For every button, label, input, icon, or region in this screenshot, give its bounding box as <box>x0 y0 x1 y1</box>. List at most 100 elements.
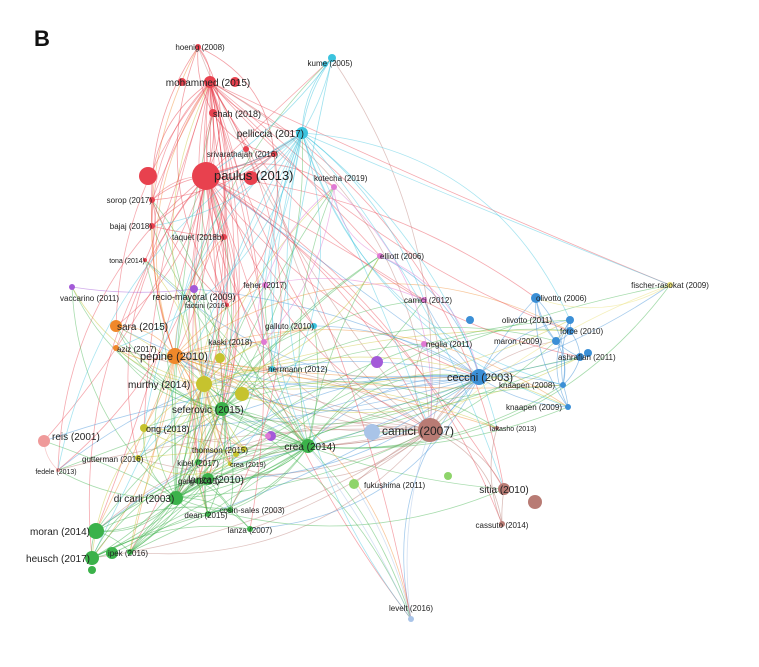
node-kume[interactable] <box>328 54 336 62</box>
edge <box>209 81 571 332</box>
node-label: fukushima (2011) <box>364 481 426 490</box>
node-knaapen2008[interactable] <box>560 382 566 388</box>
node-galluto[interactable] <box>311 323 317 329</box>
node-kaski[interactable] <box>261 339 267 345</box>
node-lakasho[interactable] <box>495 426 499 430</box>
edge <box>307 406 569 449</box>
node-faccini[interactable] <box>225 303 229 307</box>
node-knaapen2009[interactable] <box>565 404 571 410</box>
node-dicarli[interactable] <box>169 491 183 505</box>
edge <box>193 175 231 465</box>
node-taquet[interactable] <box>221 234 227 240</box>
node-srivarathajah[interactable] <box>271 151 277 157</box>
edge <box>313 325 480 378</box>
node-label: mohammed (2015) <box>166 78 250 89</box>
node-levelt[interactable] <box>408 616 414 622</box>
node-maron[interactable] <box>552 337 560 345</box>
node-sorop[interactable] <box>149 197 155 203</box>
node-tona[interactable] <box>143 258 147 262</box>
node-olivotto2006[interactable] <box>531 293 541 303</box>
node-lanza2010[interactable] <box>202 473 214 485</box>
node-cecchi[interactable] <box>471 369 487 385</box>
edge <box>203 383 216 480</box>
node-ipek[interactable] <box>127 549 133 555</box>
node-label: maron (2009) <box>494 337 542 346</box>
node-gutterman[interactable] <box>135 455 141 461</box>
node-ong[interactable] <box>140 424 148 432</box>
node-herrmann[interactable] <box>269 366 275 372</box>
edge <box>263 341 431 431</box>
node-label: olivotto (2011) <box>502 316 552 325</box>
edge <box>202 304 228 385</box>
node-pelliccia[interactable] <box>296 127 308 139</box>
node-seferovic[interactable] <box>215 402 229 416</box>
edge <box>143 408 223 429</box>
edge <box>57 469 177 499</box>
edge <box>174 236 225 357</box>
node-fischer[interactable] <box>667 282 673 288</box>
edge <box>423 299 480 378</box>
node-force[interactable] <box>566 327 574 335</box>
node-mohammed[interactable] <box>204 76 216 88</box>
edge <box>333 186 432 431</box>
edge <box>151 132 303 227</box>
node-crea2014[interactable] <box>301 439 315 453</box>
node-feher[interactable] <box>262 282 268 288</box>
node-lanza2007[interactable] <box>247 526 253 532</box>
node-ashrafian[interactable] <box>576 353 584 361</box>
node-thomson[interactable] <box>241 446 247 452</box>
node-sara[interactable] <box>110 320 122 332</box>
edge <box>174 355 309 447</box>
edge <box>203 329 571 385</box>
node-cassuto[interactable] <box>499 521 505 527</box>
node-neglia[interactable] <box>421 341 427 347</box>
nodes-layer <box>38 44 673 622</box>
edge <box>212 112 275 155</box>
node-crea2019[interactable] <box>228 462 232 466</box>
edge <box>331 57 433 431</box>
node-garg[interactable] <box>195 478 201 484</box>
node-kibel[interactable] <box>195 459 201 465</box>
node-bubble <box>178 78 186 86</box>
edge <box>205 175 505 490</box>
node-label: sara (2015) <box>117 322 168 333</box>
edge <box>478 376 569 408</box>
edge <box>193 288 309 447</box>
node-fedele[interactable] <box>56 468 60 472</box>
edge <box>176 46 228 306</box>
edge <box>379 255 480 378</box>
node-aziz[interactable] <box>113 345 119 351</box>
node-camici2007[interactable] <box>418 418 442 442</box>
node-fukushima[interactable] <box>349 479 359 489</box>
node-elliott[interactable] <box>377 253 383 259</box>
node-vaccarino[interactable] <box>69 284 75 290</box>
node-label: reis (2001) <box>52 432 100 443</box>
node-bajaj[interactable] <box>149 223 155 229</box>
edge <box>174 355 209 480</box>
node-dean[interactable] <box>205 511 211 517</box>
node-cosinsales[interactable] <box>227 507 233 513</box>
node-paulus[interactable] <box>192 162 220 190</box>
edge <box>115 132 303 349</box>
node-pepine[interactable] <box>167 348 183 364</box>
node-hoenig[interactable] <box>195 44 201 50</box>
node-label: kume (2005) <box>308 59 353 68</box>
node-sitia[interactable] <box>498 483 510 495</box>
node-kotecha[interactable] <box>331 184 337 190</box>
edge <box>307 373 480 447</box>
edge <box>205 175 431 431</box>
node-murthy[interactable] <box>196 376 212 392</box>
edge <box>192 175 207 463</box>
edge <box>221 284 266 410</box>
node-reciomayoral[interactable] <box>190 285 198 293</box>
node-shah[interactable] <box>209 109 217 117</box>
node-olivotto2011[interactable] <box>566 316 574 324</box>
node-moran[interactable] <box>88 523 104 539</box>
edge <box>91 480 199 559</box>
node-heusch[interactable] <box>85 551 99 565</box>
node-label: recio-mayoral (2009) <box>152 292 235 302</box>
node-camici2012[interactable] <box>421 297 427 303</box>
edge <box>57 81 215 471</box>
node-reis[interactable] <box>38 435 50 447</box>
edge <box>209 81 265 530</box>
